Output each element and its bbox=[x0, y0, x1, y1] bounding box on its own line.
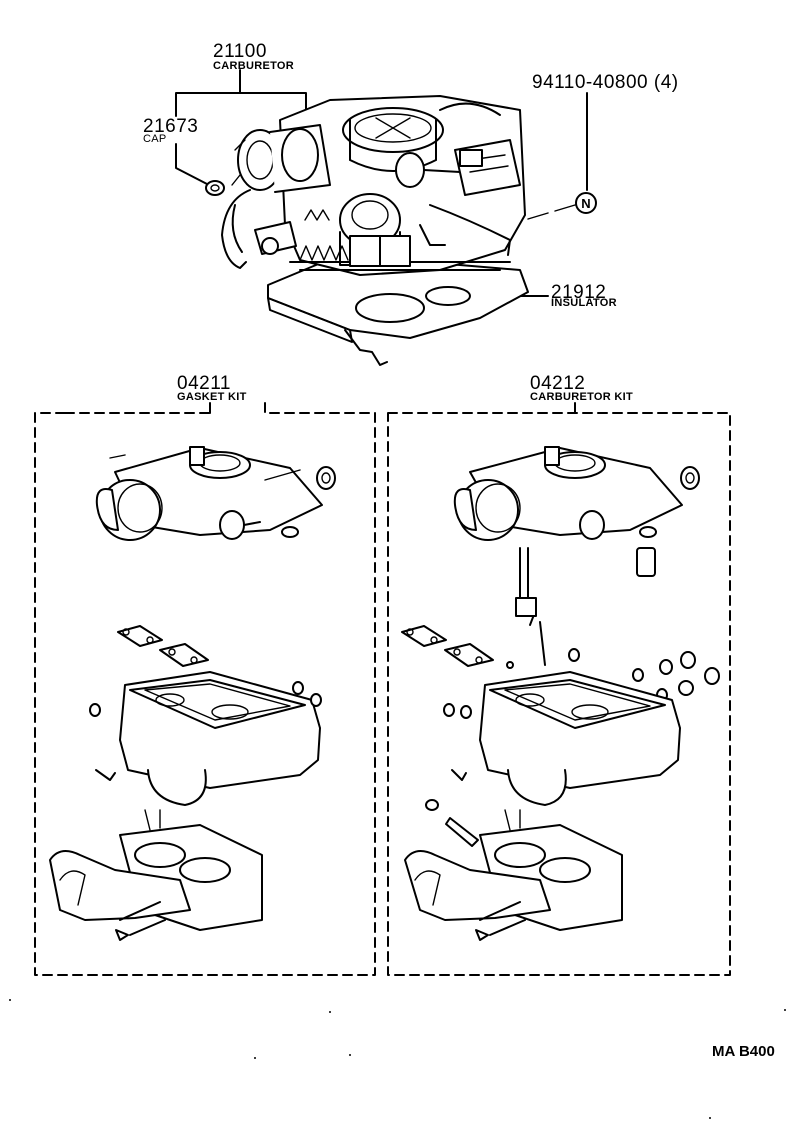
cap-part-name: CAP bbox=[143, 133, 167, 145]
nut-part-number: 94110-40800 (4) bbox=[532, 72, 679, 93]
gasket-kit-part-number: 04211 bbox=[177, 373, 231, 394]
gasket-kit-box bbox=[34, 402, 376, 976]
carburetor-kit-part-name: CARBURETOR KIT bbox=[530, 391, 633, 403]
carburetor-assembly-illustration bbox=[221, 95, 529, 366]
carburetor-part-name: CARBURETOR bbox=[213, 60, 295, 72]
insulator-part-number: 21912 bbox=[551, 282, 607, 303]
carburetor-leader bbox=[175, 69, 307, 117]
cap-leader bbox=[175, 143, 208, 185]
nut-icon: N bbox=[575, 192, 597, 214]
gasket-kit-part-name: GASKET KIT bbox=[177, 391, 247, 403]
cap-part-number: 21673 bbox=[143, 116, 199, 137]
nut-symbol: N bbox=[581, 196, 590, 211]
cap-icon bbox=[205, 180, 225, 196]
scan-noise bbox=[9, 999, 786, 1119]
gasket-kit-parts-illustration bbox=[49, 446, 336, 941]
diagram-code: MA B400 bbox=[712, 1043, 775, 1060]
insulator-part-name: INSULATOR bbox=[551, 297, 617, 309]
carburetor-kit-box bbox=[387, 402, 731, 976]
carburetor-part-number: 21100 bbox=[213, 41, 267, 62]
carburetor-kit-part-number: 04212 bbox=[530, 373, 586, 394]
carburetor-kit-parts-illustration bbox=[401, 446, 720, 941]
